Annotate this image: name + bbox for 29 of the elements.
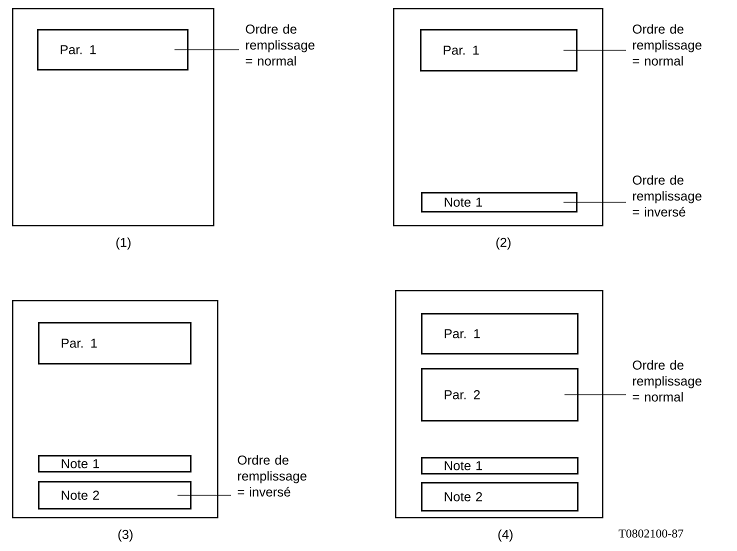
paragraph-box: Par. 1	[37, 29, 188, 70]
leader-line	[563, 202, 626, 203]
annotation-text: Ordre de remplissage = normal	[632, 360, 702, 402]
page-box	[393, 8, 604, 226]
annotation-text: Ordre de remplissage = normal	[632, 24, 702, 66]
annotation-text: Ordre de remplissage = normal	[246, 24, 314, 66]
panel-number: (1)	[116, 238, 131, 250]
paragraph-box: Par. 2	[421, 368, 578, 422]
annotation-text: Ordre de remplissage = inversé	[238, 455, 306, 497]
panel-number: (2)	[496, 238, 511, 250]
annotation-text: Ordre de remplissage = inversé	[632, 175, 702, 217]
leader-line	[563, 50, 626, 51]
page-box	[12, 300, 218, 518]
paragraph-box: Par. 1	[38, 322, 192, 364]
paragraph-box: Par. 1	[420, 29, 578, 72]
leader-line	[177, 494, 232, 496]
note-box: Note 1	[421, 457, 578, 474]
leader-line	[174, 49, 240, 50]
leader-line	[564, 394, 626, 396]
note-box: Note 2	[38, 480, 192, 510]
note-box: Note 1	[421, 192, 578, 212]
paragraph-box: Par. 1	[421, 313, 578, 354]
figure-code: T0802100-87	[618, 530, 684, 538]
panel-number: (3)	[118, 530, 133, 542]
note-box: Note 2	[421, 482, 578, 512]
page-box	[395, 290, 604, 518]
page-box	[12, 8, 214, 226]
note-box: Note 1	[38, 455, 192, 472]
panel-number: (4)	[498, 530, 513, 542]
